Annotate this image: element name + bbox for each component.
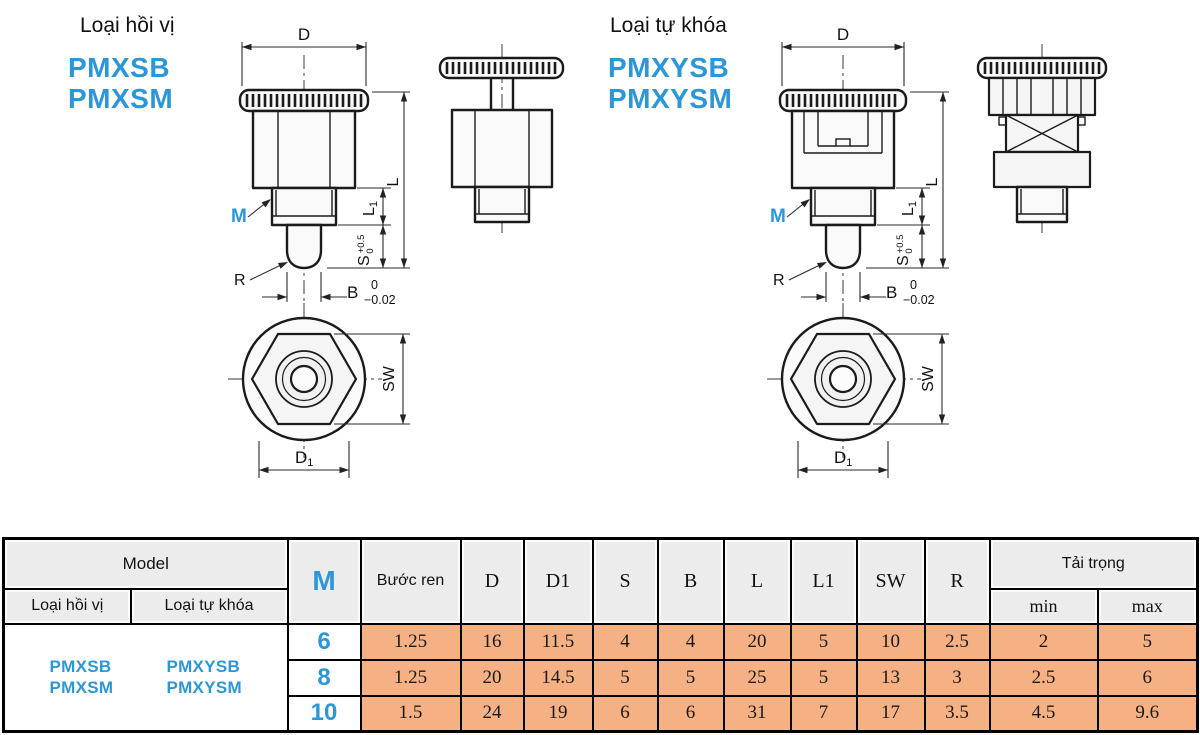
cell-pitch: 1.25: [359, 658, 462, 697]
right-model-names: PMXYSB PMXYSM: [608, 52, 732, 115]
cell-l1: 5: [789, 658, 858, 697]
cell-pitch: 1.5: [359, 694, 462, 733]
dim-label-m: M: [770, 206, 786, 227]
col-header-d1: D1: [522, 537, 594, 625]
technical-drawing: D L L1 S+0.50 B 0 −0.02 M R: [228, 25, 1108, 478]
model-header: Model: [2, 537, 289, 590]
col-header-d: D: [459, 537, 525, 625]
side-view-locking-type: [976, 44, 1108, 235]
table-row: 8 1.25 20 14.5 5 5 25 5 13 3 2.5 6: [4, 658, 1199, 697]
cell-sw: 13: [855, 658, 926, 697]
cell-d1: 11.5: [522, 622, 594, 661]
cell-m: 10: [286, 694, 362, 733]
bottom-view-return-type: SW D1: [228, 303, 410, 478]
dim-label-l: L: [385, 177, 402, 186]
cell-b: 5: [656, 658, 725, 697]
cell-r: 3: [923, 658, 991, 697]
cell-load-max: 5: [1096, 622, 1199, 661]
dim-label-d1: D1: [295, 448, 313, 469]
cell-l: 20: [722, 622, 792, 661]
dim-label-d: D: [298, 25, 310, 44]
model-name: PMXSM: [68, 83, 174, 115]
col-header-m: M: [286, 537, 362, 625]
col-header-s: S: [591, 537, 659, 625]
cell-load-max: 6: [1096, 658, 1199, 697]
load-min-header: min: [988, 587, 1099, 625]
dim-label-b-tol-bottom: −0.02: [903, 293, 935, 307]
model-name: PMXYSM: [608, 83, 733, 115]
cell-s: 4: [591, 622, 659, 661]
dim-label-l1: L1: [900, 201, 919, 216]
dim-label-sw: SW: [381, 365, 398, 392]
cell-load-max: 9.6: [1096, 694, 1199, 733]
cell-r: 3.5: [923, 694, 991, 733]
dim-label-sw: SW: [920, 365, 937, 392]
col-header-l: L: [722, 537, 792, 625]
bottom-view-locking-type: SW D1: [767, 303, 949, 478]
cell-m: 8: [286, 658, 362, 697]
cell-d: 24: [459, 694, 525, 733]
dim-label-b-tol-top: 0: [910, 278, 917, 292]
cell-l1: 5: [789, 622, 858, 661]
dim-label-b: B: [886, 283, 897, 302]
cell-r: 2.5: [923, 622, 991, 661]
col-header-pitch: Bước ren: [359, 537, 462, 625]
cell-sw: 10: [855, 622, 926, 661]
spec-table: Model M Bước ren D D1 S B L L1 SW R Tải …: [2, 537, 1200, 733]
cell-b: 6: [656, 694, 725, 733]
dim-label-r: R: [773, 272, 785, 289]
sub-header-locking-type: Loại tự khóa: [129, 587, 289, 625]
cell-l1: 7: [789, 694, 858, 733]
cell-d: 16: [459, 622, 525, 661]
cell-load-min: 2.5: [988, 658, 1099, 697]
load-header: Tải trọng: [988, 537, 1199, 590]
dim-label-d: D: [837, 25, 849, 44]
front-view-locking-type: D L L1 S+0.50 B 0 −0.02 M R: [770, 25, 949, 307]
model-name: PMXSB: [68, 52, 171, 83]
cell-pitch: 1.25: [359, 622, 462, 661]
cell-d1: 19: [522, 694, 594, 733]
cell-load-min: 4.5: [988, 694, 1099, 733]
load-max-header: max: [1096, 587, 1199, 625]
col-header-l1: L1: [789, 537, 858, 625]
cell-s: 5: [591, 658, 659, 697]
dim-label-d1: D1: [834, 448, 852, 469]
cell-s: 6: [591, 694, 659, 733]
dim-label-l1: L1: [361, 201, 380, 216]
table-row: 10 1.5 24 19 6 6 31 7 17 3.5 4.5 9.6: [4, 694, 1199, 733]
dim-label-m: M: [231, 206, 247, 227]
col-header-b: B: [656, 537, 725, 625]
dim-label-b: B: [347, 283, 358, 302]
side-view-return-type: [438, 44, 565, 235]
cell-l: 25: [722, 658, 792, 697]
left-type-label: Loại hồi vị: [80, 14, 175, 37]
cell-load-min: 2: [988, 622, 1099, 661]
sub-header-return-type: Loại hồi vị: [2, 587, 132, 625]
dim-label-s: S+0.50: [356, 235, 376, 266]
dim-label-r: R: [234, 272, 246, 289]
cell-l: 31: [722, 694, 792, 733]
cell-b: 4: [656, 622, 725, 661]
right-type-label: Loại tự khóa: [610, 14, 727, 37]
col-header-sw: SW: [855, 537, 926, 625]
cell-sw: 17: [855, 694, 926, 733]
dim-label-b-tol-bottom: −0.02: [364, 293, 396, 307]
col-header-r: R: [923, 537, 991, 625]
front-view-return-type: D L L1 S+0.50 B 0 −0.02 M R: [231, 25, 410, 307]
left-model-names: PMXSB PMXSM: [68, 52, 173, 115]
dim-label-s: S+0.50: [895, 235, 915, 266]
cell-d1: 14.5: [522, 658, 594, 697]
dim-label-b-tol-top: 0: [371, 278, 378, 292]
cell-m: 6: [286, 622, 362, 661]
model-name: PMXYSB: [608, 52, 730, 83]
dim-label-l: L: [924, 177, 941, 186]
cell-d: 20: [459, 658, 525, 697]
